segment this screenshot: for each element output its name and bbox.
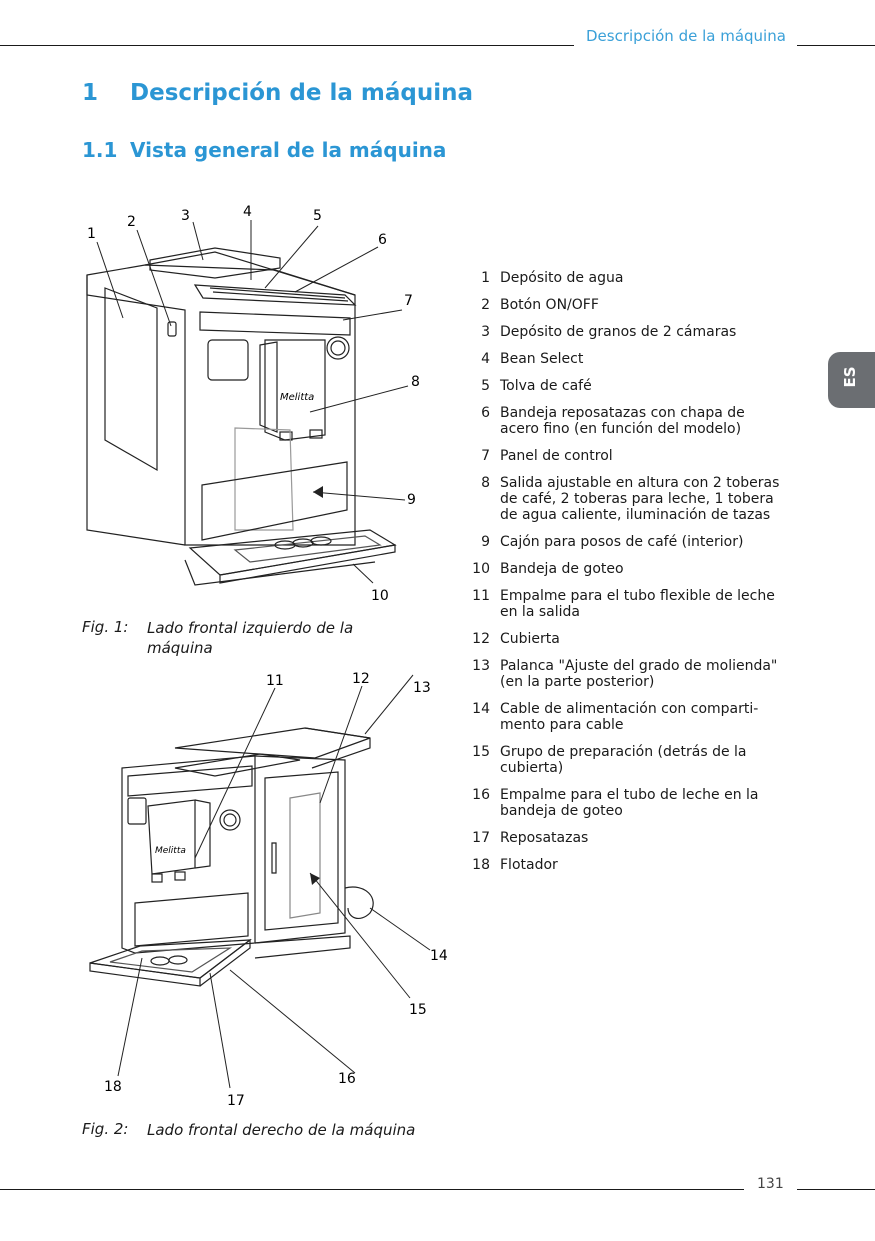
callout-13: 13 [413,680,431,696]
callout-18: 18 [104,1079,122,1095]
callout-1: 1 [87,226,96,242]
chapter-title: Descripción de la máquina [130,80,473,106]
section-number: 1.1 [82,138,118,162]
callout-4: 4 [243,204,252,220]
footer-rule-right [797,1189,875,1190]
callout-15: 15 [409,1002,427,1018]
figure-1-label: Fig. 1: [82,618,129,636]
figure-1-brand: Melitta [280,392,314,403]
header-rule-right [797,45,875,46]
figure-2-brand: Melitta [155,846,186,856]
callout-17: 17 [227,1093,245,1109]
language-tab: ES [828,352,875,408]
callout-9: 9 [407,492,416,508]
callout-6: 6 [378,232,387,248]
figure-2-label: Fig. 2: [82,1120,129,1138]
figure-1-caption: Fig. 1: Lado frontal izquierdo de la máq… [82,618,442,662]
footer-rule-left [0,1189,744,1190]
figure-1-illustration: Melitta 1 2 3 4 5 6 7 8 9 10 [86,204,420,604]
section-title: Vista general de la máquina [130,138,447,162]
section-heading: 1.1 Vista general de la máquina [82,138,446,162]
figure-1-caption-text: Lado frontal izquierdo de la máquina [147,619,354,657]
chapter-heading: 1 Descripción de la máquina [82,80,473,106]
figure-2-illustration: Melitta 11 12 13 14 15 16 17 18 [89,671,448,1109]
page-number: 131 [757,1176,784,1192]
language-tab-label: ES [841,366,859,388]
header-rule-left [0,45,574,46]
callout-2: 2 [127,214,136,230]
running-header-title: Descripción de la máquina [586,27,786,45]
callout-3: 3 [181,208,190,224]
callout-7: 7 [404,293,413,309]
callout-10: 10 [371,588,389,604]
chapter-number: 1 [82,80,99,106]
figure-2-caption-text: Lado frontal derecho de la máquina [147,1121,416,1139]
callout-5: 5 [313,208,322,224]
callout-12: 12 [352,671,370,687]
callout-14: 14 [430,948,448,964]
figure-2-caption: Fig. 2: Lado frontal derecho de la máqui… [82,1120,462,1144]
callout-16: 16 [338,1071,356,1087]
callout-8: 8 [411,374,420,390]
callout-11: 11 [266,673,284,689]
